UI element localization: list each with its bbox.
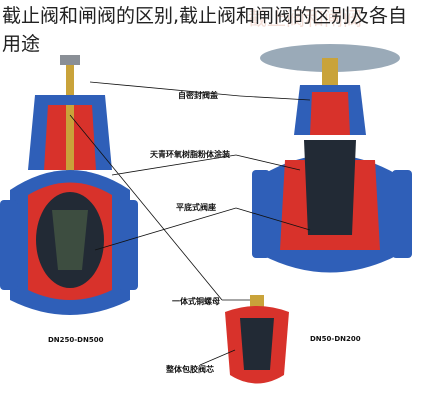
label-integral-copper-nut: 一体式铜螺母 xyxy=(172,297,220,306)
watermark-text: 截止阀和闸阀 xyxy=(248,8,363,30)
label-rubber-encapsulated-wedge: 整体包胶阀芯 xyxy=(166,365,214,374)
label-epoxy-coating: 天青环氧树脂粉体涂装 xyxy=(150,150,230,159)
model-range-right: DN50-DN200 xyxy=(310,335,361,343)
leader-lines xyxy=(69,81,311,366)
right-gate-valve-illustration xyxy=(252,44,412,273)
page-caption: 截止阀和闸阀的区别,截止阀和闸阀的区别及各自用途 xyxy=(2,5,408,55)
left-gate-valve-illustration xyxy=(0,55,138,315)
wedge-detail-illustration xyxy=(225,295,289,384)
model-range-left: DN250-DN500 xyxy=(48,336,104,344)
label-self-sealing-bonnet: 自密封阀盖 xyxy=(178,91,218,100)
label-flat-bottom-seat: 平底式阀座 xyxy=(176,203,216,212)
